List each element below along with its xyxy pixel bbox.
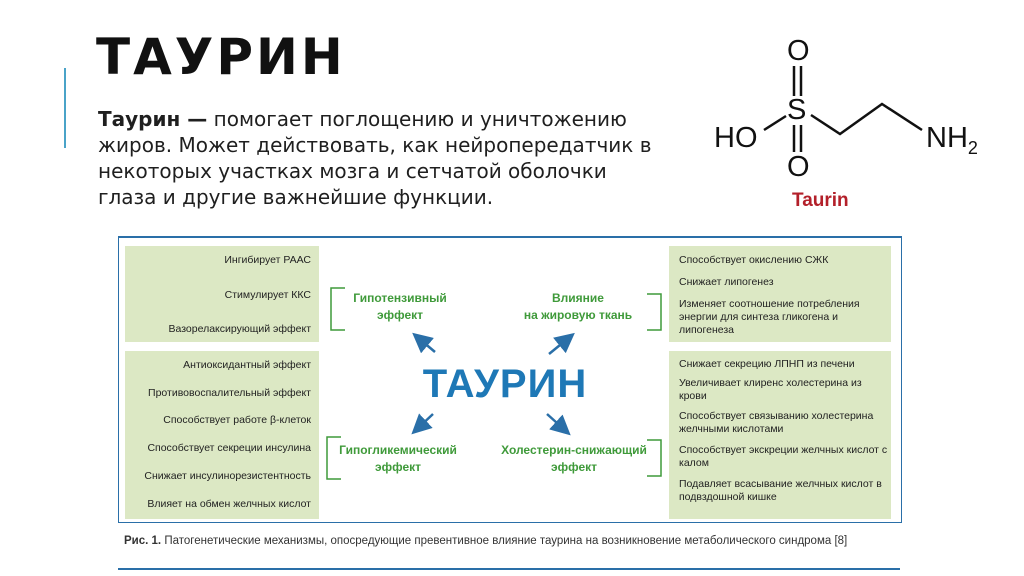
atom-nh2: NH2	[926, 122, 978, 158]
effect-line: эффект	[550, 460, 598, 474]
left-bottom-item: Влияет на обмен желчных кислот	[147, 498, 311, 510]
atom-nh: NH	[926, 122, 968, 154]
center-title: ТАУРИН	[422, 362, 588, 406]
slide-title: ТАУРИН	[96, 28, 346, 86]
left-bottom-item: Противовоспалительный эффект	[148, 387, 311, 399]
effect-line: эффект	[376, 308, 424, 322]
bracket-cholesterol	[647, 439, 662, 477]
figure-connectors	[326, 287, 662, 480]
atom-nh-sub: 2	[968, 138, 978, 158]
left-top-item: Вазорелаксирующий эффект	[168, 323, 311, 335]
bond-ho-s	[763, 114, 787, 132]
atom-s: S	[787, 94, 806, 126]
effect-fat-tissue: Влияние на жировую ткань	[513, 290, 643, 324]
right-bottom-item: Увеличивает клиренс холестерина из крови	[679, 377, 862, 402]
figure-caption: Рис. 1. Патогенетические механизмы, опос…	[124, 534, 904, 548]
bracket-hypoglycemic	[326, 436, 341, 480]
taurine-effects-figure: Ингибирует РААС Стимулирует ККС Вазорела…	[118, 236, 902, 523]
arrow-to-cholesterol	[546, 413, 571, 436]
atom-o-top: O	[787, 35, 810, 67]
arrow-to-hypoglycemic	[411, 413, 434, 435]
arrow-to-hypotensive	[412, 332, 436, 354]
caption-rule	[118, 568, 900, 570]
arrow-to-fat-tissue	[548, 332, 575, 355]
intro-text: помогает поглощению и уничтожению жиров.…	[98, 107, 652, 209]
effect-hypoglycemic: Гипогликемический эффект	[327, 442, 469, 476]
right-top-item: Снижает липогенез	[679, 276, 774, 288]
left-bottom-item: Антиоксидантный эффект	[183, 359, 311, 371]
caption-label: Рис. 1.	[124, 535, 162, 547]
effect-line: Холестерин-снижающий	[501, 443, 647, 457]
right-bottom-box: Снижает секрецию ЛПНП из печени Увеличив…	[669, 351, 891, 519]
left-bottom-item: Способствует секреции инсулина	[147, 442, 311, 454]
right-top-item: Изменяет соотношение потребления энергии…	[679, 298, 860, 336]
effect-line: Влияние	[552, 291, 604, 305]
left-bottom-box: Антиоксидантный эффект Противовоспалител…	[125, 351, 319, 519]
left-bottom-item: Способствует работе β-клеток	[163, 414, 311, 426]
left-bottom-item: Снижает инсулинорезистентность	[144, 470, 311, 482]
right-bottom-item: Способствует экскреции желчных кислот с …	[679, 444, 888, 469]
atom-ho: HO	[714, 122, 758, 154]
right-top-item: Способствует окислению СЖК	[679, 254, 829, 266]
left-top-box: Ингибирует РААС Стимулирует ККС Вазорела…	[125, 246, 319, 342]
effect-line: на жировую ткань	[523, 308, 633, 322]
effect-line: Гипогликемический	[339, 443, 457, 457]
intro-bold-term: Таурин —	[98, 107, 208, 131]
bracket-fat-tissue	[647, 293, 662, 331]
left-top-item: Стимулирует ККС	[224, 289, 311, 301]
intro-paragraph: Таурин — помогает поглощению и уничтожен…	[98, 106, 658, 210]
atom-o-bottom: O	[787, 151, 810, 183]
right-bottom-item: Подавляет всасывание желчных кислот в по…	[679, 478, 882, 503]
molecule-caption: Taurin	[792, 190, 849, 211]
left-top-item: Ингибирует РААС	[224, 254, 311, 266]
bond-chain	[810, 102, 923, 136]
right-bottom-item: Способствует связыванию холестерина желч…	[679, 410, 874, 435]
accent-bar	[64, 68, 66, 148]
caption-text: Патогенетические механизмы, опосредующие…	[161, 535, 848, 547]
bracket-hypotensive	[330, 287, 345, 331]
effect-line: эффект	[374, 460, 422, 474]
effect-hypotensive: Гипотензивный эффект	[339, 290, 461, 324]
right-top-box: Способствует окислению СЖК Снижает липог…	[669, 246, 891, 342]
effect-line: Гипотензивный	[353, 291, 447, 305]
taurine-structure: O S O HO NH2 Taurin	[714, 35, 978, 211]
effect-cholesterol: Холестерин-снижающий эффект	[489, 442, 659, 476]
right-bottom-item: Снижает секрецию ЛПНП из печени	[679, 358, 855, 370]
